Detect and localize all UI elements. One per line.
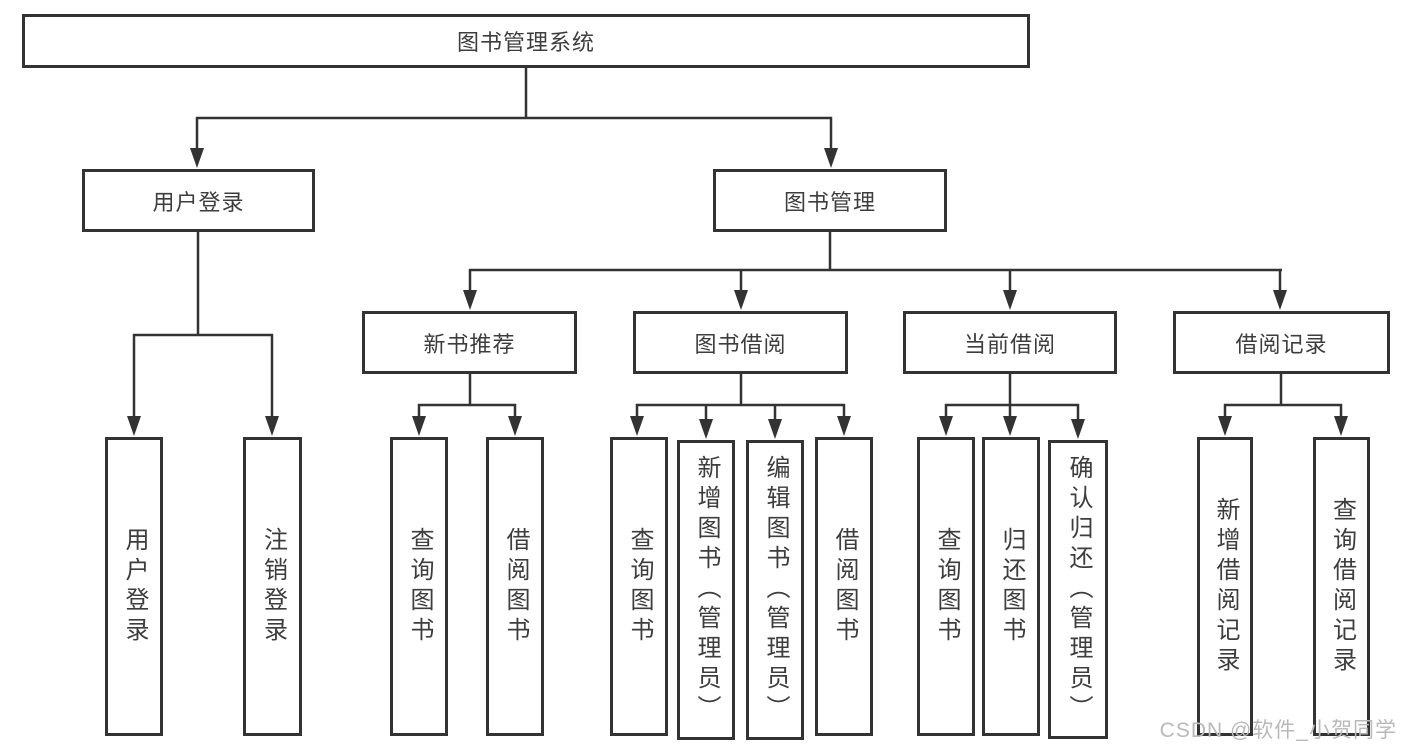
arrowhead bbox=[1218, 416, 1232, 436]
node-label: 新书推荐 bbox=[423, 331, 516, 357]
leaf-logout: 注销登录 bbox=[243, 437, 302, 736]
node-current-borrow: 当前借阅 bbox=[903, 311, 1117, 374]
node-label: 借阅图书 bbox=[502, 526, 529, 647]
leaf-query-books-borrow: 查询图书 bbox=[610, 437, 668, 736]
node-label: 用户登录 bbox=[121, 526, 148, 647]
node-label: 查询图书 bbox=[933, 526, 960, 647]
node-label: 借阅记录 bbox=[1235, 331, 1328, 357]
leaf-borrow-books: 借阅图书 bbox=[815, 437, 873, 736]
connector-lines bbox=[132, 68, 1343, 419]
arrowhead bbox=[463, 290, 477, 310]
arrowhead bbox=[1071, 419, 1085, 439]
arrowhead bbox=[127, 416, 141, 436]
leaf-add-books-admin: 新增图书（管理员） bbox=[677, 440, 735, 740]
leaf-query-books-current: 查询图书 bbox=[917, 437, 975, 736]
arrowhead bbox=[1334, 416, 1348, 436]
arrowhead bbox=[190, 148, 204, 168]
arrowhead bbox=[939, 416, 953, 436]
arrowhead bbox=[1003, 290, 1017, 310]
leaf-borrow-books-recommend: 借阅图书 bbox=[486, 437, 544, 736]
leaf-user-login: 用户登录 bbox=[105, 437, 163, 736]
arrowhead bbox=[734, 290, 748, 310]
arrowhead bbox=[412, 416, 426, 436]
arrowhead bbox=[1273, 290, 1287, 310]
node-label: 图书借阅 bbox=[694, 331, 787, 357]
leaf-confirm-return-admin: 确认归还（管理员） bbox=[1048, 440, 1108, 739]
node-label: 图书管理 bbox=[783, 189, 876, 215]
node-book-borrow: 图书借阅 bbox=[633, 311, 848, 374]
arrowhead bbox=[1003, 416, 1017, 436]
node-label: 查询图书 bbox=[626, 526, 653, 647]
node-label: 新增借阅记录 bbox=[1212, 496, 1239, 677]
node-book-management: 图书管理 bbox=[713, 169, 947, 232]
leaf-query-borrow-record: 查询借阅记录 bbox=[1313, 437, 1370, 736]
csdn-watermark: CSDN @软件_小贺同学 bbox=[1159, 719, 1397, 742]
node-new-book-recommend: 新书推荐 bbox=[362, 311, 577, 374]
arrowhead bbox=[699, 419, 713, 439]
leaf-edit-books-admin: 编辑图书（管理员） bbox=[746, 440, 804, 740]
node-label: 编辑图书（管理员） bbox=[762, 455, 789, 725]
leaf-return-books: 归还图书 bbox=[982, 437, 1040, 736]
arrowhead bbox=[824, 148, 838, 168]
node-user-login: 用户登录 bbox=[82, 169, 315, 232]
node-label: 当前借阅 bbox=[963, 331, 1056, 357]
arrowhead bbox=[630, 416, 644, 436]
node-label: 图书管理系统 bbox=[456, 30, 595, 55]
node-borrow-records: 借阅记录 bbox=[1173, 311, 1390, 374]
leaf-query-books-recommend: 查询图书 bbox=[390, 437, 448, 736]
leaf-add-borrow-record: 新增借阅记录 bbox=[1197, 437, 1253, 736]
arrowhead bbox=[508, 416, 522, 436]
node-label: 查询图书 bbox=[406, 526, 433, 647]
node-label: 注销登录 bbox=[259, 526, 287, 647]
node-label: 归还图书 bbox=[998, 526, 1025, 647]
arrowhead bbox=[768, 419, 782, 439]
node-root-library-system: 图书管理系统 bbox=[22, 14, 1030, 68]
arrowhead bbox=[265, 416, 279, 436]
node-label: 查询借阅记录 bbox=[1328, 496, 1356, 677]
arrowheads bbox=[127, 148, 1348, 439]
node-label: 新增图书（管理员） bbox=[693, 455, 720, 725]
arrowhead bbox=[837, 416, 851, 436]
node-label: 用户登录 bbox=[152, 189, 245, 215]
node-label: 借阅图书 bbox=[831, 526, 858, 647]
node-label: 确认归还（管理员） bbox=[1065, 454, 1092, 725]
